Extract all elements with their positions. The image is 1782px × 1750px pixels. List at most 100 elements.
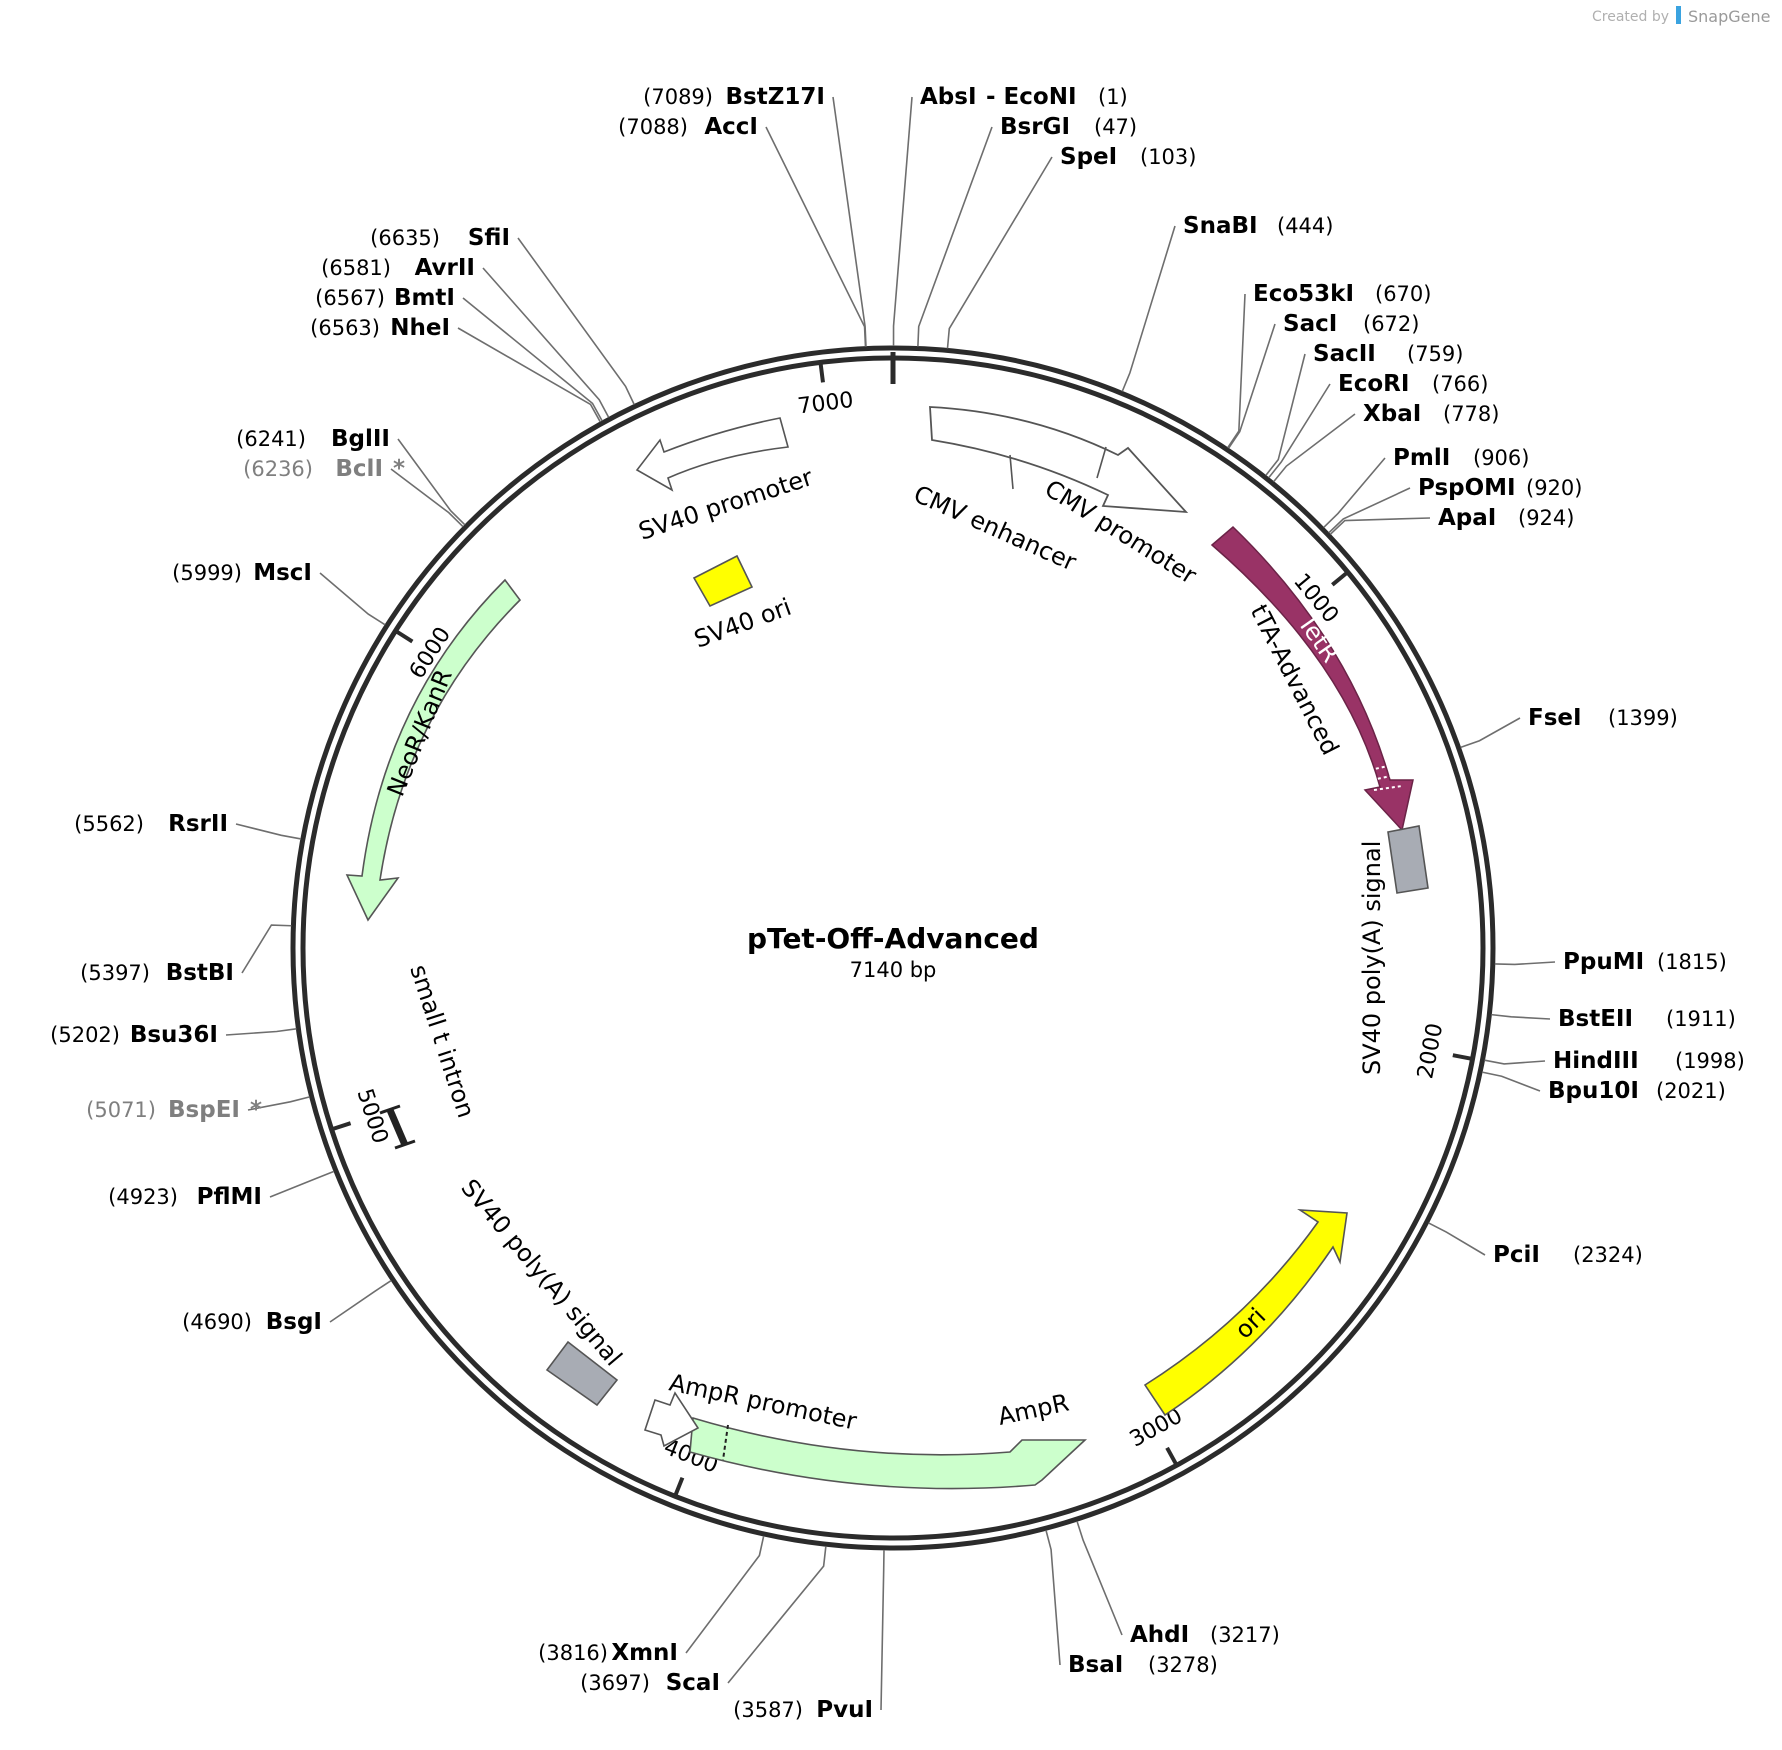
feature-sv40-polya-right[interactable]: SV40 poly(A) signal bbox=[1358, 825, 1429, 1075]
site-leader-line bbox=[1328, 487, 1411, 534]
site-hindiii[interactable]: HindIII(1998) bbox=[1484, 1048, 1745, 1074]
site-name: BsrGI bbox=[1000, 114, 1070, 140]
site-position: (1998) bbox=[1675, 1049, 1745, 1073]
site-avrii[interactable]: AvrII(6581) bbox=[321, 255, 610, 418]
site-position: (5562) bbox=[74, 812, 144, 836]
site-xbai[interactable]: XbaI (778) bbox=[1273, 401, 1500, 483]
site-pcii[interactable]: PciI(2324) bbox=[1428, 1222, 1643, 1268]
site-msci[interactable]: MscI(5999) bbox=[172, 560, 386, 626]
site-name: BmtI bbox=[394, 285, 455, 311]
site-ppumi[interactable]: PpuMI(1815) bbox=[1494, 949, 1727, 975]
snapgene-logo-icon bbox=[1676, 6, 1681, 24]
site-name: AhdI bbox=[1130, 1622, 1189, 1648]
site-fsei[interactable]: FseI (1399) bbox=[1460, 705, 1678, 749]
site-name: PpuMI bbox=[1563, 949, 1644, 975]
site-leader-line bbox=[462, 297, 603, 422]
site-snabi[interactable]: SnaBI(444) bbox=[1121, 213, 1333, 392]
site-pflmi[interactable]: PflMI(4923) bbox=[108, 1170, 335, 1210]
site-position: (3217) bbox=[1210, 1623, 1280, 1647]
site-saci[interactable]: SacI(672) bbox=[1227, 311, 1420, 449]
site-bstbi[interactable]: BstBI(5397) bbox=[80, 924, 292, 986]
site-xmni[interactable]: XmnI(3816) bbox=[538, 1535, 765, 1666]
site-leader-line bbox=[1045, 1530, 1061, 1666]
feature-small-t-intron[interactable]: small t intron bbox=[379, 961, 480, 1150]
tick-label-2000: 2000 bbox=[1413, 1021, 1448, 1081]
site-bsrgi[interactable]: BsrGI(47) bbox=[917, 114, 1137, 347]
feature-tetr[interactable]: TetR tTA-Advanced bbox=[1210, 525, 1414, 832]
backbone-outer-strand bbox=[290, 345, 1496, 1551]
site-name: AbsI bbox=[920, 84, 977, 110]
site-leader-line bbox=[880, 1549, 885, 1711]
site-sfii[interactable]: SfiI(6635) bbox=[370, 225, 635, 405]
site-leader-line bbox=[269, 1170, 335, 1198]
site-position: (6581) bbox=[321, 256, 391, 280]
site-position: (766) bbox=[1432, 372, 1488, 396]
site-name: PciI bbox=[1493, 1242, 1540, 1268]
site-apai[interactable]: ApaI(924) bbox=[1329, 505, 1574, 535]
site-position: (778) bbox=[1443, 402, 1499, 426]
site-star-icon: * bbox=[393, 456, 405, 482]
site-name: BstEII bbox=[1558, 1006, 1633, 1032]
site-name: BsgI bbox=[266, 1309, 322, 1335]
site-bstz17i[interactable]: BstZ17I(7089) bbox=[643, 84, 867, 347]
site-name: PmlI bbox=[1393, 445, 1450, 471]
tick-mark-3000 bbox=[1165, 1446, 1178, 1465]
feature-label-sv40-polya-left: SV40 poly(A) signal bbox=[455, 1174, 627, 1372]
site-leader-line bbox=[319, 572, 386, 626]
site-eco53ki[interactable]: Eco53kI(670) bbox=[1227, 281, 1432, 449]
site-leader-line bbox=[1481, 1071, 1541, 1092]
site-position: (6635) bbox=[370, 226, 440, 250]
site-name: Eco53kI bbox=[1253, 281, 1354, 307]
site-acci[interactable]: AccI(7088) bbox=[618, 114, 867, 347]
feature-label-sv40-polya-right: SV40 poly(A) signal bbox=[1358, 841, 1386, 1075]
site-leader-line bbox=[1076, 1520, 1123, 1636]
feature-ori[interactable]: ori bbox=[1143, 1209, 1348, 1417]
site-name: NheI bbox=[390, 315, 450, 341]
site-position: (103) bbox=[1140, 145, 1196, 169]
site-bglii[interactable]: BglII(6241) bbox=[236, 426, 466, 526]
site-bspei[interactable]: BspEI*(5071) bbox=[86, 1096, 310, 1123]
site-leader-line bbox=[225, 1028, 297, 1036]
tick-mark-2000 bbox=[1452, 1053, 1471, 1061]
site-leader-line bbox=[397, 438, 466, 526]
site-leader-line bbox=[1227, 293, 1246, 449]
feature-sv40-ori[interactable]: SV40 ori bbox=[690, 554, 795, 654]
site-leader-line bbox=[1329, 517, 1431, 535]
site-pvui[interactable]: PvuI(3587) bbox=[733, 1549, 885, 1723]
site-ecori[interactable]: EcoRI(766) bbox=[1268, 371, 1489, 479]
site-name: RsrII bbox=[168, 811, 228, 837]
site-bsgi[interactable]: BsgI(4690) bbox=[182, 1279, 392, 1335]
site-bcli[interactable]: BclI*(6236) bbox=[243, 456, 464, 528]
tick-label-5000: 5000 bbox=[351, 1086, 392, 1147]
site-absi[interactable]: AbsI - EcoNI (1) bbox=[892, 84, 1128, 347]
site-bmti[interactable]: BmtI(6567) bbox=[315, 285, 603, 422]
site-leader-line bbox=[685, 1535, 765, 1654]
site-name: XbaI bbox=[1363, 401, 1421, 427]
site-position: (1399) bbox=[1608, 706, 1678, 730]
site-sacii[interactable]: SacII(759) bbox=[1265, 341, 1464, 476]
site-rsrii[interactable]: RsrII (5562) bbox=[74, 811, 302, 840]
site-spei[interactable]: SpeI(103) bbox=[946, 144, 1196, 349]
snapgene-credit: Created by SnapGene bbox=[1592, 6, 1770, 26]
site-name: FseI bbox=[1528, 705, 1582, 731]
site-leader-line bbox=[1227, 323, 1276, 449]
site-name: XmnI bbox=[611, 1640, 678, 1666]
site-bsai[interactable]: BsaI(3278) bbox=[1045, 1530, 1218, 1678]
site-bsteii[interactable]: BstEII (1911) bbox=[1491, 1006, 1736, 1032]
site-bpu10i[interactable]: Bpu10I(2021) bbox=[1481, 1071, 1726, 1104]
site-position: (1911) bbox=[1666, 1007, 1736, 1031]
site-ahdi[interactable]: AhdI (3217) bbox=[1076, 1520, 1280, 1648]
site-leader-line bbox=[517, 237, 635, 405]
site-leader-line bbox=[1323, 457, 1386, 528]
site-position: (1) bbox=[1098, 85, 1128, 109]
feature-sv40-promoter[interactable]: SV40 promoter bbox=[635, 417, 816, 546]
site-bsu36i[interactable]: Bsu36I(5202) bbox=[50, 1022, 297, 1048]
site-nhei[interactable]: NheI(6563) bbox=[310, 315, 601, 423]
feature-label-small-t-intron: small t intron bbox=[404, 961, 480, 1121]
site-extra-name: - EcoNI bbox=[986, 84, 1077, 110]
site-pmli[interactable]: PmlI(906) bbox=[1323, 445, 1530, 528]
site-leader-line bbox=[1460, 717, 1521, 749]
site-leader-line bbox=[832, 96, 867, 347]
site-scai[interactable]: ScaI(3697) bbox=[580, 1546, 827, 1696]
site-pspomi[interactable]: PspOMI(920) bbox=[1328, 475, 1583, 534]
